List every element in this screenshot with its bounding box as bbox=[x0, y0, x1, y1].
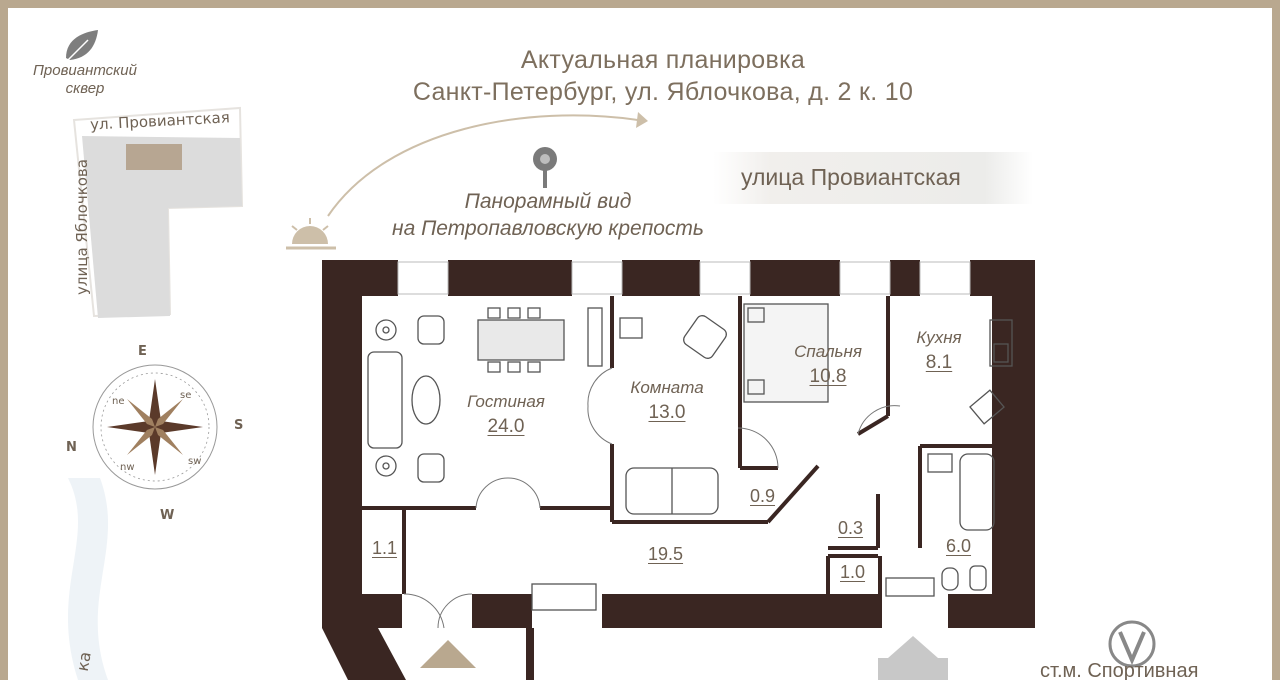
sun-icon bbox=[286, 218, 336, 250]
river bbox=[68, 478, 109, 680]
room-living-area: 24.0 bbox=[487, 416, 525, 437]
street-label-box: улица Провиантская bbox=[713, 152, 1033, 204]
room-living: Гостиная 24.0 bbox=[446, 392, 566, 438]
interior-walls bbox=[360, 296, 998, 594]
page-address: Санкт-Петербург, ул. Яблочкова, д. 2 к. … bbox=[412, 78, 914, 106]
compass-n: N bbox=[66, 440, 77, 455]
map-street-side: улица Яблочкова bbox=[73, 159, 91, 295]
river-label: ка bbox=[72, 650, 95, 673]
compass-nw: nw bbox=[120, 462, 135, 473]
view-caption-line1: Панорамный вид bbox=[464, 190, 632, 213]
park-label: Провиантский сквер bbox=[20, 62, 150, 98]
compass-w: W bbox=[160, 508, 175, 523]
room-bedroom-area: 10.8 bbox=[809, 366, 847, 387]
floor-plan-frame: Актуальная планировка Санкт-Петербург, у… bbox=[8, 8, 1272, 680]
windows bbox=[397, 261, 971, 295]
view-caption-line2: на Петропавловскую крепость bbox=[392, 217, 704, 240]
street-name-main: улица Провиантская bbox=[741, 164, 961, 190]
room-closet-mid-area: 0.9 bbox=[750, 486, 776, 506]
compass-ne: ne bbox=[112, 396, 125, 407]
room-wc-small-area: 0.3 bbox=[838, 518, 864, 538]
leaf-icon bbox=[66, 30, 98, 61]
room-living-name: Гостиная bbox=[467, 392, 545, 411]
room-wc-area: 1.0 bbox=[840, 562, 866, 582]
apartment-walls bbox=[322, 260, 1035, 680]
room-bath-area: 6.0 bbox=[946, 536, 972, 556]
arrow-head-icon bbox=[636, 112, 648, 128]
compass-rose bbox=[92, 364, 218, 490]
furniture bbox=[367, 303, 1013, 680]
room-kitchen: Кухня 8.1 bbox=[894, 328, 984, 374]
floor-plan-drawing bbox=[66, 30, 1156, 680]
map-pin-icon bbox=[533, 147, 557, 188]
compass-sw: sw bbox=[188, 456, 202, 467]
room-kitchen-name: Кухня bbox=[916, 328, 962, 347]
site-map bbox=[68, 106, 244, 680]
park-line2: сквер bbox=[65, 80, 105, 97]
page-title: Актуальная планировка bbox=[520, 46, 806, 74]
metro-logo-icon bbox=[1108, 620, 1156, 668]
room-room: Комната 13.0 bbox=[612, 378, 722, 424]
metro-station-label: ст.м. Спортивная bbox=[1040, 660, 1199, 680]
door-swings bbox=[403, 367, 901, 629]
compass-s: S bbox=[234, 418, 244, 433]
room-room-area: 13.0 bbox=[648, 402, 686, 423]
view-arc-arrow bbox=[327, 114, 639, 217]
building-outline bbox=[82, 136, 242, 318]
compass-e: E bbox=[138, 344, 147, 359]
building-highlight bbox=[126, 144, 182, 170]
park-line1: Провиантский bbox=[33, 62, 137, 79]
room-hall-area: 19.5 bbox=[648, 544, 684, 564]
room-closet-left-area: 1.1 bbox=[372, 538, 398, 558]
room-kitchen-area: 8.1 bbox=[925, 352, 953, 373]
compass-se: se bbox=[180, 390, 192, 401]
room-bedroom: Спальня 10.8 bbox=[778, 342, 878, 388]
room-bedroom-name: Спальня bbox=[794, 342, 862, 361]
room-room-name: Комната bbox=[630, 378, 704, 397]
